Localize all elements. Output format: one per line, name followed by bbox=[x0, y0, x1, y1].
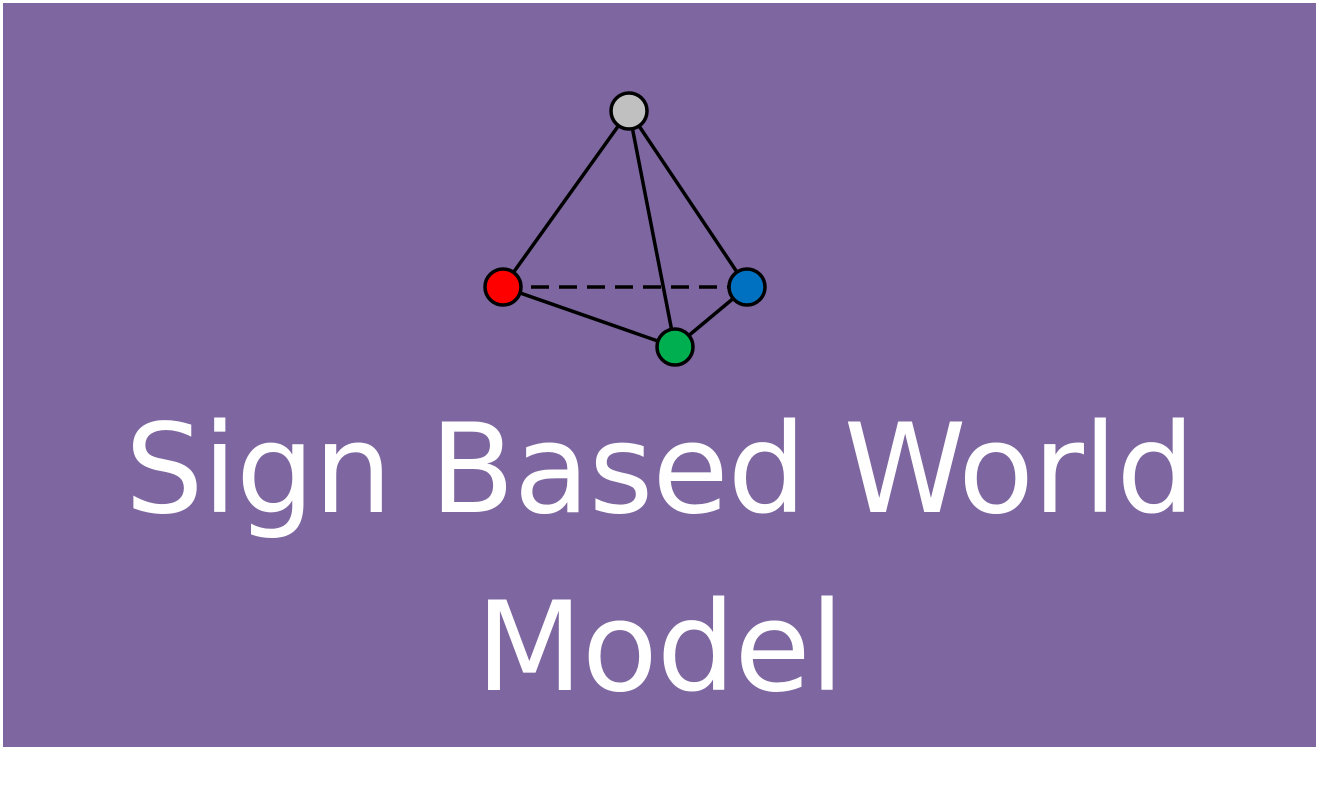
edge-left-bottom bbox=[502, 285, 676, 349]
page-title: Sign Based World Model bbox=[3, 381, 1316, 737]
tetrahedron-sign-icon bbox=[3, 3, 1316, 747]
edge-top-bottom bbox=[627, 110, 677, 348]
node-right bbox=[727, 267, 767, 307]
node-bottom bbox=[655, 327, 695, 367]
tile-background bbox=[3, 3, 1316, 747]
edge-top-right bbox=[627, 110, 749, 288]
title-line-1: Sign Based World bbox=[124, 398, 1195, 542]
edge-top-left bbox=[501, 109, 631, 289]
title-line-2: Model bbox=[475, 576, 844, 720]
node-top bbox=[609, 91, 649, 131]
title-tile: Sign Based World Model bbox=[3, 3, 1316, 747]
node-left bbox=[483, 267, 523, 307]
